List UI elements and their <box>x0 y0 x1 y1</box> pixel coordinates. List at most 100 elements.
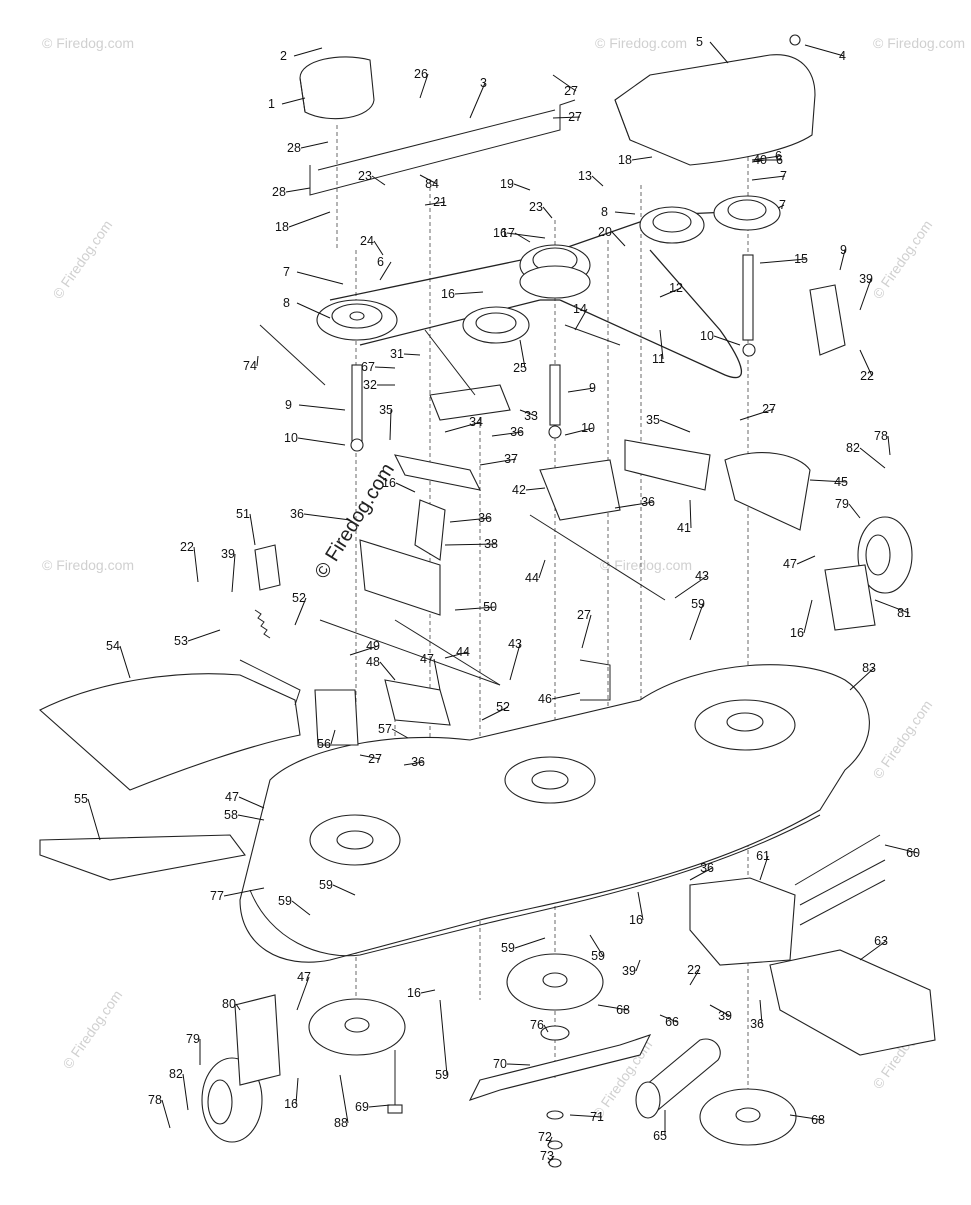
part-number-label: 84 <box>425 177 439 191</box>
watermark-mid-2: © Firedog.com <box>600 557 692 573</box>
part-number-label: 44 <box>456 645 470 659</box>
part-number-label: 36 <box>750 1017 764 1031</box>
spindle-pulley-68a <box>506 953 604 1011</box>
part-number-label: 78 <box>148 1093 162 1107</box>
deck-hardware <box>314 514 666 746</box>
watermark-left-4: © Firedog.com <box>59 987 125 1072</box>
leader-line <box>543 1024 549 1033</box>
part-number-label: 6 <box>377 255 384 269</box>
leader-line <box>859 447 886 469</box>
part-number-label: 36 <box>290 507 304 521</box>
part-number-label: 54 <box>106 639 120 653</box>
part-number-label: 7 <box>283 265 290 279</box>
bracket-51 <box>254 544 281 591</box>
part-number-label: 16 <box>790 626 804 640</box>
leader-line <box>298 404 346 411</box>
part-number-label: 48 <box>366 655 380 669</box>
part-number-label: 14 <box>573 302 587 316</box>
leader-line <box>859 349 873 377</box>
belt-guide-rod <box>309 99 576 196</box>
watermark-top-left: © Firedog.com <box>42 35 134 51</box>
part-number-label: 27 <box>368 752 382 766</box>
leader-line <box>509 643 521 681</box>
leader-line <box>887 435 891 456</box>
leader-line <box>689 603 704 641</box>
part-number-label: 11 <box>652 352 665 366</box>
leader-line <box>713 335 741 346</box>
part-number-label: 34 <box>469 415 483 429</box>
leader-line <box>551 692 581 700</box>
part-number-label: 81 <box>897 606 911 620</box>
part-number-label: 12 <box>669 281 683 295</box>
part-number-label: 59 <box>501 941 515 955</box>
part-number-label: 52 <box>292 591 306 605</box>
leader-line <box>297 437 346 446</box>
leader-line <box>424 201 446 206</box>
part-number-label: 16 <box>284 1097 298 1111</box>
part-number-label: 4 <box>839 49 846 63</box>
part-number-label: 25 <box>513 361 527 375</box>
part-number-label: 27 <box>568 110 582 124</box>
leader-line <box>552 74 577 92</box>
leader-line <box>374 366 396 369</box>
part-number-label: 72 <box>538 1130 552 1144</box>
spindle-pulley-88 <box>308 998 406 1056</box>
hitch-63 <box>769 949 936 1056</box>
part-number-label: 69 <box>355 1100 369 1114</box>
leader-line <box>581 614 592 649</box>
part-number-label: 58 <box>224 808 238 822</box>
blade-70 <box>468 1034 652 1101</box>
bracket-40 <box>809 284 846 356</box>
part-number-label: 10 <box>700 329 714 343</box>
deflector-55 <box>39 834 246 881</box>
part-number-label: 6 <box>776 153 783 167</box>
part-number-label: 35 <box>646 413 660 427</box>
leader-line <box>659 287 682 298</box>
part-number-label: 59 <box>691 597 705 611</box>
part-number-label: 16 <box>441 287 455 301</box>
part-number-label: 16 <box>382 476 396 490</box>
part-number-label: 13 <box>578 169 592 183</box>
leader-line <box>161 1099 171 1129</box>
leader-line <box>759 258 807 264</box>
leader-line <box>803 599 813 634</box>
leader-line <box>87 798 101 841</box>
part-number-label: 28 <box>272 185 286 199</box>
leader-line <box>689 867 713 881</box>
leader-line <box>330 729 336 745</box>
leader-line <box>238 796 265 809</box>
leader-line <box>689 969 700 986</box>
part-number-label: 8 <box>283 296 290 310</box>
part-number-label: 59 <box>591 949 605 963</box>
part-number-label: 38 <box>484 537 498 551</box>
leader-line <box>182 1073 189 1111</box>
part-number-label: 6 <box>775 149 782 163</box>
part-number-label: 10 <box>581 421 595 435</box>
leader-line <box>552 116 581 119</box>
leader-line <box>420 989 436 994</box>
belt <box>329 209 776 379</box>
leader-line <box>506 232 546 239</box>
watermark-right-1: © Firedog.com <box>869 217 935 302</box>
bolt-69 <box>387 1050 403 1114</box>
part-number-label: 5 <box>696 35 703 49</box>
part-number-label: 28 <box>287 141 301 155</box>
leader-line <box>874 599 910 614</box>
part-number-label: 47 <box>420 652 434 666</box>
part-number-label: 27 <box>564 84 578 98</box>
part-number-label: 88 <box>334 1116 348 1130</box>
part-number-label: 22 <box>860 369 874 383</box>
part-number-label: 79 <box>186 1032 200 1046</box>
leader-line <box>547 1136 553 1146</box>
leader-line <box>223 887 265 897</box>
leader-line <box>379 661 396 681</box>
discharge-chute-54 <box>39 659 301 791</box>
part-number-label: 36 <box>411 755 425 769</box>
part-number-label: 9 <box>589 381 596 395</box>
leader-line <box>256 355 259 367</box>
part-number-label: 16 <box>493 226 507 240</box>
part-number-label: 74 <box>243 359 257 373</box>
leader-line <box>542 206 553 219</box>
part-number-label: 47 <box>783 557 797 571</box>
